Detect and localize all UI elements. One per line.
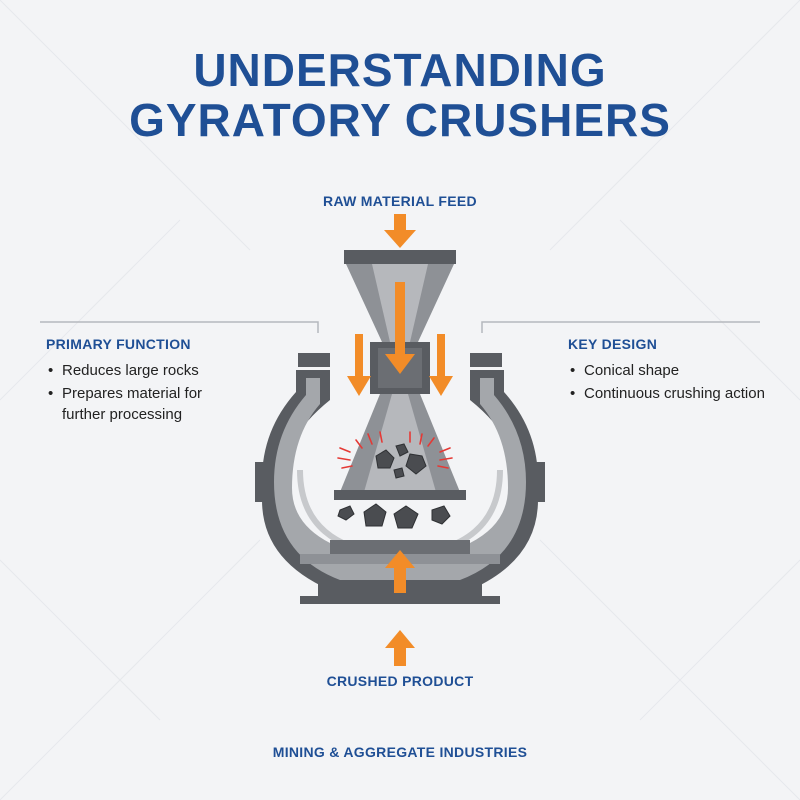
rocks-crushing-zone	[375, 443, 427, 479]
primary-function-panel: PRIMARY FUNCTION Reduces large rocks Pre…	[46, 336, 246, 427]
footer-industries-label: MINING & AGGREGATE INDUSTRIES	[272, 744, 528, 760]
key-design-panel: KEY DESIGN Conical shape Continuous crus…	[568, 336, 768, 406]
flow-arrows	[347, 214, 453, 666]
key-design-heading: KEY DESIGN	[568, 336, 658, 352]
impact-sparks	[337, 431, 453, 469]
list-item: Reduces large rocks	[46, 360, 246, 381]
center-down-arrow	[385, 282, 415, 374]
crushed-product-label: CRUSHED PRODUCT	[326, 673, 474, 689]
discharge-up-arrow	[385, 550, 415, 593]
product-arrow	[385, 630, 415, 666]
panel-connector-lines	[40, 321, 760, 333]
raw-material-feed-label: RAW MATERIAL FEED	[323, 193, 477, 209]
primary-function-list: Reduces large rocks Prepares material fo…	[46, 360, 246, 425]
page-title-line-2: GYRATORY CRUSHERS	[129, 94, 671, 146]
left-down-arrow	[347, 334, 371, 396]
list-item: Conical shape	[568, 360, 768, 381]
key-design-list: Conical shape Continuous crushing action	[568, 360, 768, 404]
crushed-rocks	[337, 503, 451, 529]
feed-arrow	[384, 214, 416, 248]
list-item: Continuous crushing action	[568, 383, 768, 404]
primary-function-heading: PRIMARY FUNCTION	[46, 336, 191, 352]
page-title-line-1: UNDERSTANDING	[193, 44, 607, 96]
list-item: Prepares material for further processing	[46, 383, 246, 425]
right-down-arrow	[429, 334, 453, 396]
